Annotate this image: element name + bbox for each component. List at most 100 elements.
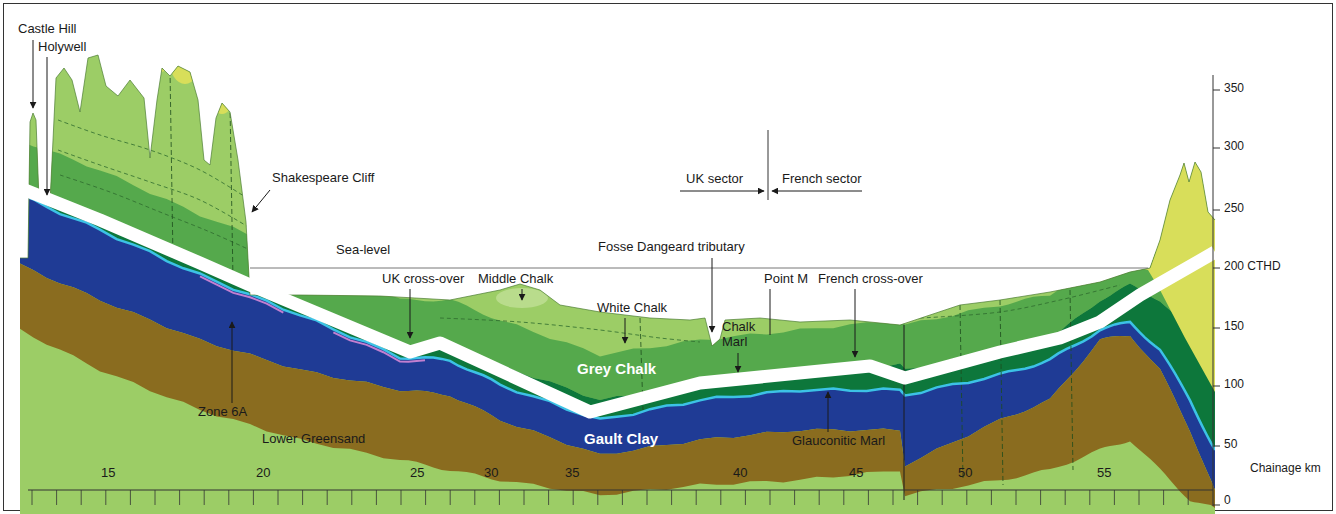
feature-label: Point M <box>764 272 808 287</box>
glauconitic-marl-line <box>20 194 1215 450</box>
layer-label: Grey Chalk <box>577 360 656 377</box>
leader-line <box>855 289 856 357</box>
chainage-axis <box>28 490 1213 491</box>
fault-line <box>230 105 233 280</box>
axis-tick <box>893 490 894 505</box>
sector-divider <box>768 130 769 200</box>
leader-line <box>680 191 764 192</box>
axis-number: 100 <box>1224 378 1244 392</box>
axis-tick <box>1016 490 1017 505</box>
axis-tick <box>1163 490 1164 505</box>
axis-tick <box>81 490 82 505</box>
sector-label: French sector <box>782 172 861 187</box>
axis-tick <box>327 490 328 505</box>
axis-tick <box>745 490 746 505</box>
axis-tick <box>450 490 451 505</box>
axis-tick <box>32 490 33 505</box>
axis-tick <box>1213 328 1220 329</box>
axis-tick <box>843 490 844 505</box>
axis-number: 25 <box>410 466 424 481</box>
leader-line <box>33 40 34 108</box>
axis-tick <box>351 490 352 505</box>
axis-number: 0 <box>1224 494 1231 508</box>
leader-line <box>410 289 411 338</box>
axis-tick <box>1213 148 1220 149</box>
leader-line <box>625 318 626 343</box>
height-axis <box>1213 75 1214 506</box>
layer-label: Middle Chalk <box>478 272 553 287</box>
axis-number: 20 <box>256 466 270 481</box>
sea-level-line <box>250 268 1148 269</box>
tunnel-band <box>20 188 1215 412</box>
axis-number: 250 <box>1224 202 1244 216</box>
axis-number: 30 <box>484 466 498 481</box>
axis-tick <box>1065 490 1066 505</box>
axis-tick <box>794 490 795 505</box>
axis-number: 200 CTHD <box>1224 260 1281 274</box>
axis-tick <box>1114 490 1115 505</box>
axis-number: 50 <box>958 466 972 481</box>
axis-tick <box>1213 386 1220 387</box>
axis-tick <box>474 490 475 505</box>
tertiary-cap <box>150 48 170 72</box>
axis-tick <box>573 490 574 505</box>
feature-label: French cross-over <box>818 272 923 287</box>
axis-number: 15 <box>101 466 115 481</box>
leader-line <box>522 289 523 300</box>
feature-label: UK cross-over <box>382 272 464 287</box>
layer-label: Chalk Marl <box>722 320 764 350</box>
fault-line <box>904 325 905 500</box>
lower-greensand-layer <box>20 264 1215 508</box>
tertiary-cap <box>212 86 232 114</box>
axis-tick <box>425 490 426 505</box>
fault-line <box>1000 300 1003 485</box>
ground-surface <box>20 55 1215 346</box>
axis-tick <box>499 490 500 505</box>
geology <box>20 0 1215 514</box>
axis-tick <box>1213 90 1220 91</box>
sector-label: UK sector <box>686 172 743 187</box>
bedding-line <box>920 285 1120 318</box>
layer-label: Gault Clay <box>584 430 658 447</box>
leader-line <box>828 392 829 432</box>
axis-tick <box>770 490 771 505</box>
fault-line <box>170 70 173 260</box>
axis-tick <box>376 490 377 505</box>
axis-tick <box>720 490 721 505</box>
zone-label: Zone 6A <box>198 405 247 420</box>
fault-line <box>1070 290 1073 470</box>
leader-line <box>712 258 713 332</box>
axis-tick <box>278 490 279 505</box>
axis-tick <box>1188 490 1189 505</box>
axis-tick <box>868 490 869 505</box>
axis-tick <box>179 490 180 505</box>
axis-number: 350 <box>1224 82 1244 96</box>
axis-number: 150 <box>1224 320 1244 334</box>
axis-tick <box>105 490 106 505</box>
layer-label: Glauconitic Marl <box>792 434 885 449</box>
axis-tick <box>819 490 820 505</box>
axis-tick <box>302 490 303 505</box>
axis-number: 40 <box>733 466 747 481</box>
axis-tick <box>597 490 598 505</box>
tertiary-cap <box>169 32 201 84</box>
axis-tick <box>524 490 525 505</box>
place-label: Holywell <box>38 40 86 55</box>
leader-line <box>47 57 48 195</box>
axis-tick <box>991 490 992 505</box>
axis-tick <box>401 490 402 505</box>
axis-number: 55 <box>1097 466 1111 481</box>
bedding-line <box>440 318 700 342</box>
leader-line <box>232 322 233 403</box>
axis-title: Chainage km <box>1250 462 1321 476</box>
axis-number: 35 <box>565 466 579 481</box>
white-chalk <box>20 0 1215 514</box>
axis-tick <box>253 490 254 505</box>
place-label: Shakespeare Cliff <box>272 171 374 186</box>
axis-tick <box>1040 490 1041 505</box>
axis-tick <box>1213 210 1220 211</box>
leader-line <box>738 353 739 372</box>
axis-tick <box>1213 505 1220 506</box>
level-label: Sea-level <box>336 243 390 258</box>
